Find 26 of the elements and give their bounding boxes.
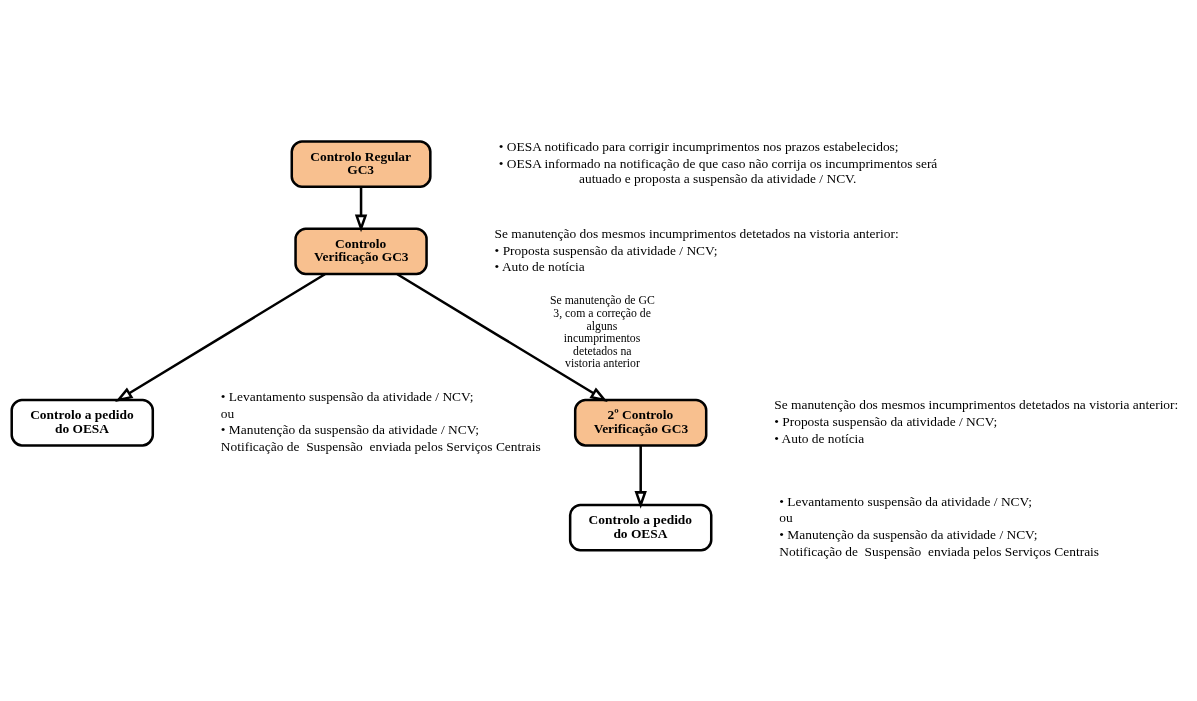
node-box: Controlo Regular GC3	[290, 140, 432, 188]
node-label: • Levantamento suspensão da atividade / NCV;	[779, 493, 1032, 509]
arrow	[396, 273, 608, 402]
node-label: Notificação de Suspensão enviada pelos Serviços Centrais	[779, 544, 1100, 560]
arrow	[354, 186, 368, 233]
node-label: Se manutenção dos mesmos incumprimentos detetados na vistoria anterior:	[494, 225, 899, 241]
node-label: ou	[220, 405, 235, 421]
node-label: • Manutenção da suspensão da atividade / NCV;	[220, 422, 480, 438]
node-label: • Proposta suspensão da atividade / NCV;	[494, 242, 718, 258]
arrow	[115, 273, 326, 402]
node-label: ou	[779, 510, 793, 526]
node-label: • Auto de notícia	[774, 430, 865, 446]
edge-label: Se manutenção de GC 3, com a correção de alguns incumprimentos detetados na vistoria anterior	[550, 294, 655, 371]
node-box: 2º Controlo Verificação GC3	[573, 398, 708, 447]
node-label: • Proposta suspensão da atividade / NCV;	[774, 413, 998, 429]
node-label: Notificação de Suspensão enviada pelos Serviços Centrais	[220, 439, 541, 455]
node-label: • Auto de notícia	[494, 259, 585, 275]
node-label: • OESA informado na notificação de que caso não corrija os incumprimentos será autuado e proposta a suspensão da atividade / NCV.	[498, 156, 938, 187]
node-label: • Manutenção da suspensão da atividade / NCV;	[779, 527, 1038, 543]
node-label: • OESA notificado para corrigir incumprimentos nos prazos estabelecidos;	[498, 139, 899, 155]
node-box: Controlo a pedido do OESA	[568, 503, 713, 552]
node-label: • Levantamento suspensão da atividade / NCV;	[220, 388, 474, 404]
node-box: Controlo Verificação GC3	[294, 227, 428, 276]
arrow	[634, 445, 647, 509]
node-label: Se manutenção dos mesmos incumprimentos detetados na vistoria anterior:	[774, 397, 1179, 413]
node-box: Controlo a pedido do OESA	[10, 398, 155, 447]
